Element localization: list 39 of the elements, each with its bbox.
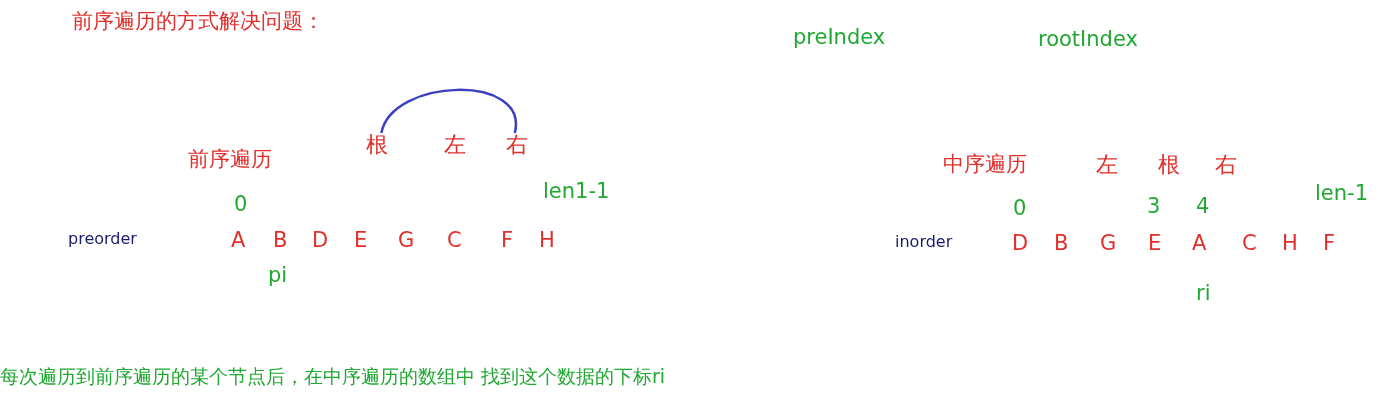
pointer-label: pi [268,264,288,288]
index-label: 3 [1147,195,1161,219]
array-element: C [1242,232,1257,256]
array-element: B [273,229,288,253]
array-element: A [231,229,246,253]
chinese-character: 左 [1096,153,1118,178]
array-element: A [1192,232,1207,256]
variable-name: preIndex [793,26,886,50]
array-element: C [447,229,462,253]
chinese-character: 根 [1158,153,1180,178]
array-element: B [1054,232,1069,256]
index-label: 0 [234,193,248,217]
index-label: 0 [1013,197,1027,221]
chinese-character: 右 [506,133,528,158]
array-element: G [1100,232,1117,256]
variable-name: rootIndex [1038,28,1138,52]
array-element: H [539,229,555,253]
chinese-character: 左 [444,133,466,158]
array-element: E [1148,232,1162,256]
array-element: H [1282,232,1298,256]
chinese-character: 根 [366,133,388,158]
heading-text: 前序遍历的方式解决问题： [72,10,324,34]
array-element: E [354,229,368,253]
array-element: F [1323,232,1336,256]
array-name: inorder [895,233,953,251]
array-heading: 中序遍历 [943,153,1027,177]
index-label: len-1 [1315,182,1368,206]
array-heading: 前序遍历 [188,148,272,172]
chinese-character: 右 [1215,153,1237,178]
index-label: 4 [1196,195,1210,219]
curved-line [380,88,517,134]
index-label: len1-1 [543,180,610,204]
array-element: D [1012,232,1029,256]
array-element: G [398,229,415,253]
array-element: D [312,229,329,253]
pointer-label: ri [1196,282,1211,306]
caption-text: 每次遍历到前序遍历的某个节点后，在中序遍历的数组中 找到这个数据的下标ri [0,366,666,387]
array-name: preorder [68,230,137,248]
array-element: F [501,229,514,253]
